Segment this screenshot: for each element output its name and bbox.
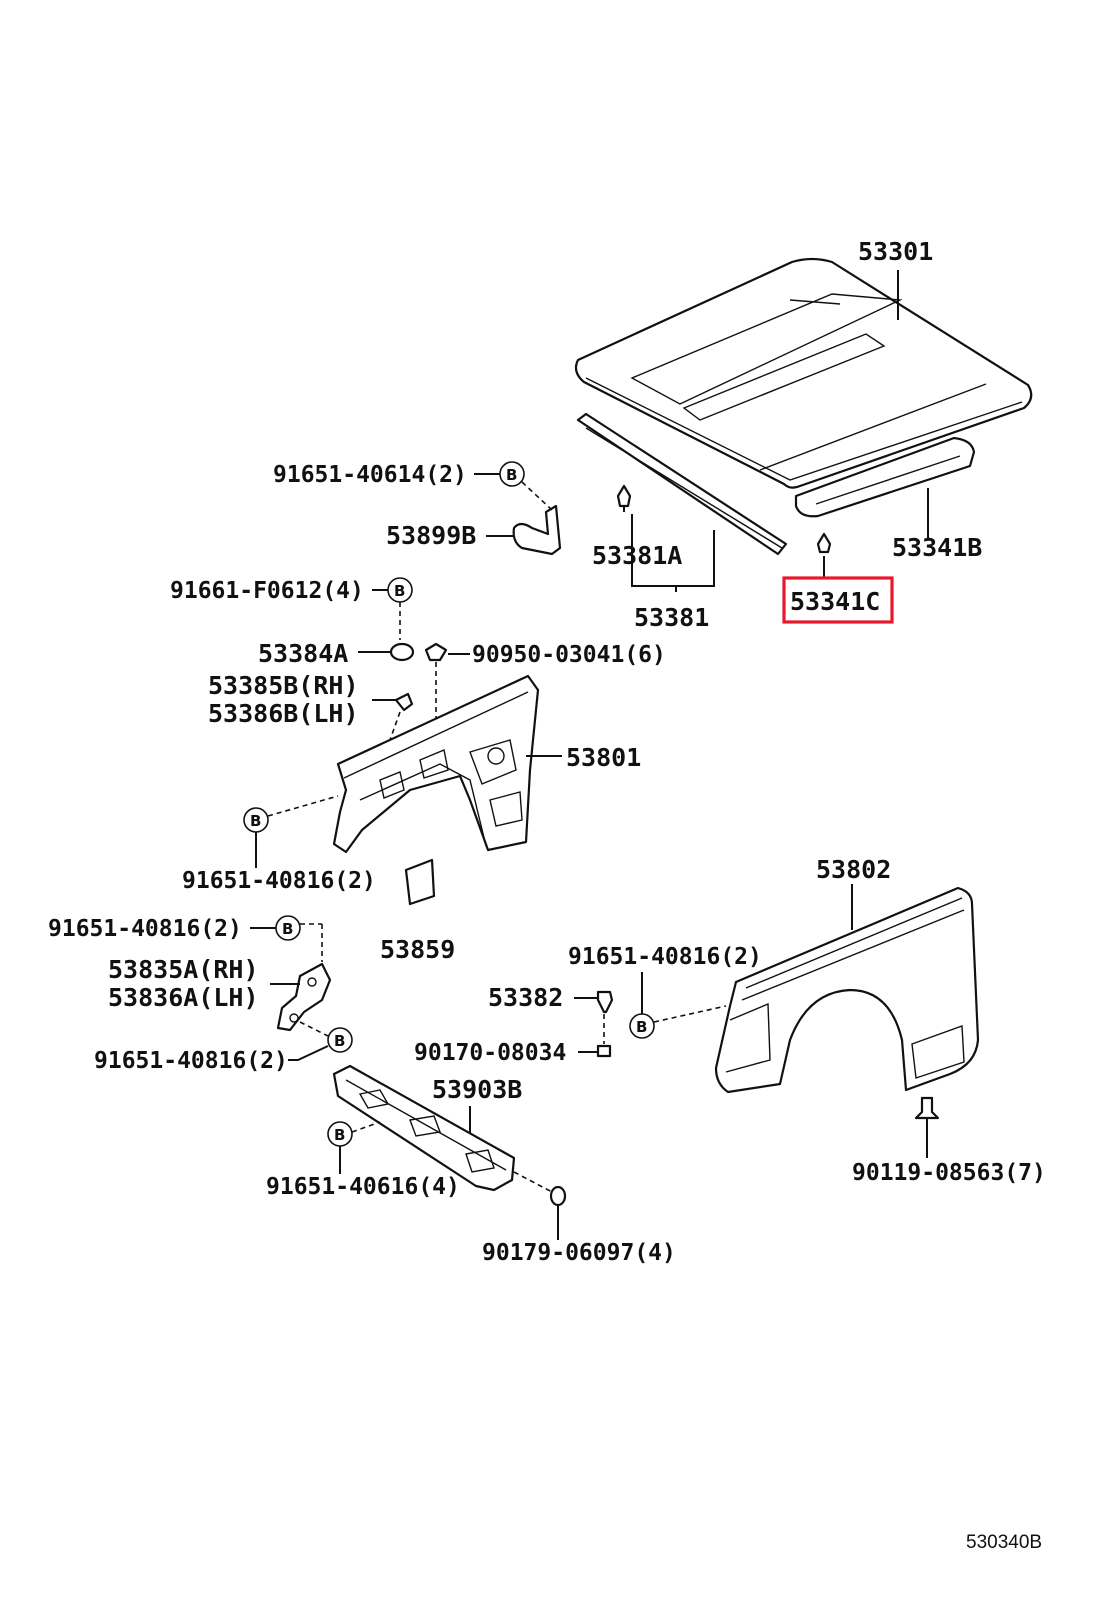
fastener-marker-icon xyxy=(327,1027,353,1053)
label-nut-06097[interactable]: 90179-06097(4) xyxy=(482,1240,676,1266)
diagram-ref-code: 530340B xyxy=(966,1532,1042,1553)
fastener-marker-text: B xyxy=(282,920,293,938)
hood-insulator-b-part[interactable] xyxy=(794,436,976,518)
label-bolt-40816-a[interactable]: 91651-40816(2) xyxy=(182,868,376,894)
fastener-marker-text: B xyxy=(394,582,405,600)
fastener-marker-text: B xyxy=(506,466,517,484)
fastener-marker-text: B xyxy=(334,1032,345,1050)
label-brace[interactable]: 53903B xyxy=(432,1075,522,1104)
hood-seal-part[interactable] xyxy=(576,412,788,556)
seal-clip-part[interactable] xyxy=(616,484,632,512)
fastener-marker-text: B xyxy=(636,1018,647,1036)
clip-part[interactable] xyxy=(424,642,448,662)
hinge-b-part[interactable] xyxy=(394,692,414,712)
label-bolt-40816-b[interactable]: 91651-40816(2) xyxy=(48,916,242,942)
label-bolt-40816-c[interactable]: 91651-40816(2) xyxy=(94,1048,288,1074)
label-cushion[interactable]: 53382 xyxy=(488,983,563,1012)
fender-part[interactable] xyxy=(714,886,980,1094)
brace-part[interactable] xyxy=(332,1064,516,1192)
hood-panel[interactable] xyxy=(574,257,1033,489)
nut-06097-part[interactable] xyxy=(549,1185,567,1207)
insulator-clip-part[interactable] xyxy=(816,532,832,554)
label-bolt-08563[interactable]: 90119-08563(7) xyxy=(852,1160,1046,1186)
label-bumper-a[interactable]: 53384A xyxy=(258,639,348,668)
label-bolt-40616[interactable]: 91651-40616(4) xyxy=(266,1174,460,1200)
label-hood-insulator-c[interactable]: 53341C xyxy=(790,587,880,616)
highlight-box xyxy=(782,576,894,624)
fastener-marker-text: B xyxy=(250,812,261,830)
seal-plate-part[interactable] xyxy=(404,858,436,906)
fastener-marker-icon xyxy=(629,1013,655,1039)
label-bracket-b[interactable]: 53899B xyxy=(386,521,476,550)
label-hinge-a-lh[interactable]: 53836A(LH) xyxy=(108,983,259,1012)
label-bolt-40816-d[interactable]: 91651-40816(2) xyxy=(568,944,762,970)
label-hood-insulator-b[interactable]: 53341B xyxy=(892,533,982,562)
bracket-part[interactable] xyxy=(512,504,562,556)
label-nut-08034[interactable]: 90170-08034 xyxy=(414,1040,566,1066)
bolt-08563-part[interactable] xyxy=(914,1096,940,1130)
label-hood-seal-a[interactable]: 53381A xyxy=(592,541,682,570)
label-seal-plate[interactable]: 53859 xyxy=(380,935,455,964)
label-bolt-40614[interactable]: 91651-40614(2) xyxy=(273,462,467,488)
bumper-part[interactable] xyxy=(389,642,415,662)
label-hinge-b-lh[interactable]: 53386B(LH) xyxy=(208,699,359,728)
label-fender[interactable]: 53802 xyxy=(816,855,891,884)
label-apron[interactable]: 53801 xyxy=(566,743,641,772)
label-hood-seal-assy[interactable]: 53381 xyxy=(634,603,709,632)
label-hinge-a-rh[interactable]: 53835A(RH) xyxy=(108,955,259,984)
nut-08034-part[interactable] xyxy=(596,1044,612,1058)
hinge-a-part[interactable] xyxy=(276,962,332,1032)
label-clip-03041[interactable]: 90950-03041(6) xyxy=(472,642,666,668)
cushion-part[interactable] xyxy=(596,990,614,1014)
fastener-marker-text: B xyxy=(334,1126,345,1144)
label-bolt-f0612[interactable]: 91661-F0612(4) xyxy=(170,578,364,604)
label-hinge-b-rh[interactable]: 53385B(RH) xyxy=(208,671,359,700)
apron-part[interactable] xyxy=(332,674,540,854)
label-hood[interactable]: 53301 xyxy=(858,237,933,266)
